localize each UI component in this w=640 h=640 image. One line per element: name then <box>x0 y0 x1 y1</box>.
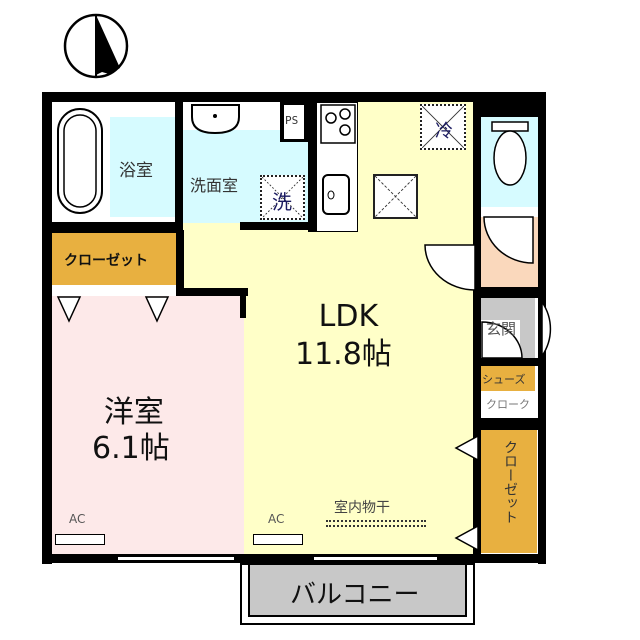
ps-shaft <box>283 104 305 140</box>
room-label-shoes-closet-1: シューズ <box>482 373 526 386</box>
room-shoes-closet-lower <box>480 391 535 418</box>
room-label-western: 洋室 6.1帖 <box>92 395 170 467</box>
wall-ldk-right <box>473 102 481 554</box>
ac-unit-western <box>55 534 105 545</box>
wall-closet-right-top <box>481 418 538 430</box>
western-size: 6.1帖 <box>92 431 170 466</box>
door-ldk-hall <box>424 244 476 291</box>
storage-box-icon <box>373 174 418 219</box>
door-entrance <box>541 300 552 359</box>
room-label-shoes-closet-2: クローク <box>486 398 530 411</box>
balcony-floor <box>248 565 467 617</box>
wall-washroom-right <box>308 102 316 232</box>
room-label-closet-right: クローゼット <box>502 440 518 524</box>
room-label-ldk: LDK 11.8帖 <box>295 298 392 374</box>
wall-western-right <box>240 288 246 318</box>
wall-shoes-top <box>481 358 538 366</box>
washer-space: 洗 <box>260 175 305 220</box>
wall-left <box>42 92 52 564</box>
ac-label-ldk: AC <box>268 512 285 526</box>
washer-label: 洗 <box>272 190 292 214</box>
indoor-drying-rod <box>326 520 426 527</box>
wall-top <box>42 92 546 102</box>
ldk-size: 11.8帖 <box>295 337 392 372</box>
north-arrow-icon <box>63 13 129 79</box>
closet-door-triangles-top <box>56 296 170 323</box>
room-label-entrance: 玄関 <box>486 320 517 338</box>
compass <box>62 12 130 80</box>
room-western <box>52 296 244 554</box>
fridge-space: 冷 <box>420 104 466 150</box>
wall-hall-bottom <box>481 287 538 298</box>
vanity-sink-icon <box>188 103 243 135</box>
stove-icon <box>320 104 356 144</box>
western-name: 洋室 <box>103 395 164 430</box>
bathtub-icon <box>55 106 105 216</box>
ldk-name: LDK <box>318 299 379 334</box>
wall-bath-bottom <box>52 222 182 233</box>
wall-toilet-top <box>481 102 538 117</box>
room-label-bath: 浴室 <box>119 161 153 181</box>
wall-western-top <box>176 288 248 296</box>
room-label-washroom: 洗面室 <box>190 176 239 195</box>
wall-bath-washroom <box>175 102 183 232</box>
window-western <box>117 556 235 561</box>
door-entrance-inner <box>481 321 523 359</box>
kitchen-sink-icon <box>320 172 352 217</box>
balcony <box>240 563 475 625</box>
door-toilet <box>483 216 534 264</box>
room-bath <box>110 117 175 217</box>
wall-washroom-bottom <box>240 222 316 230</box>
wall-bottom <box>42 554 546 563</box>
closet-door-triangles-right <box>454 434 479 552</box>
room-shoes-closet <box>480 366 535 391</box>
room-closet-right <box>480 430 537 553</box>
window-ldk <box>313 556 438 561</box>
balcony-label: バルコニー <box>290 580 420 610</box>
ac-label-western: AC <box>69 512 86 526</box>
room-closet-top <box>52 233 176 285</box>
wall-closet-right <box>176 230 184 290</box>
toilet-icon <box>490 120 530 188</box>
ac-unit-ldk <box>253 534 303 545</box>
ps-label: PS <box>285 114 299 127</box>
room-label-closet-top: クローゼット <box>64 253 148 269</box>
indoor-drying-label: 室内物干 <box>334 500 390 516</box>
fridge-label: 冷 <box>435 121 453 142</box>
